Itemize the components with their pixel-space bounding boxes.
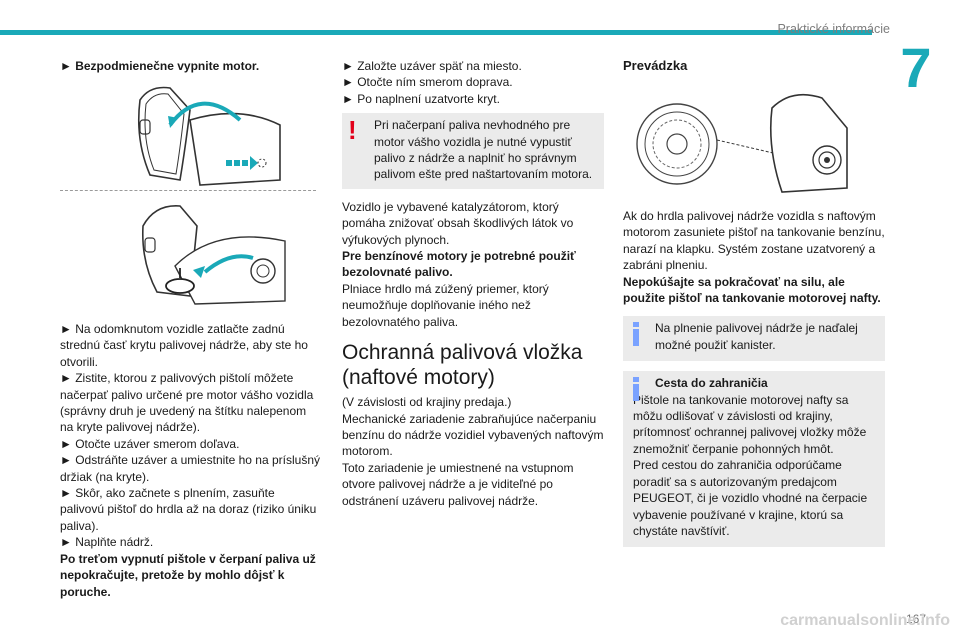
operation-text: Ak do hrdla palivovej nádrže vozidla s n… bbox=[623, 209, 885, 273]
section-title: Praktické informácie bbox=[777, 22, 890, 36]
operation-heading: Prevádzka bbox=[623, 58, 688, 73]
column-1: ► Bezpodmienečne vypnite motor. bbox=[60, 58, 322, 74]
step-turn-cap-left: ► Otočte uzáver smerom doľava. bbox=[60, 436, 240, 451]
device-location: Toto zariadenie je umiestnené na vstupno… bbox=[342, 460, 574, 508]
figure-divider bbox=[60, 190, 316, 191]
catalyst-text: Vozidlo je vybavené katalyzátorom, ktorý… bbox=[342, 199, 574, 247]
abroad-title: Cesta do zahraničia bbox=[655, 376, 768, 391]
step-turn-cap-right: ► Otočte ním smerom doprava. bbox=[342, 75, 513, 90]
fuel-cap-removal-illustration bbox=[141, 205, 286, 305]
column-1-text: ► Na odomknutom vozidle zatlačte zadnú s… bbox=[60, 321, 322, 600]
country-note: (V závislosti od krajiny predaja.) bbox=[342, 395, 512, 410]
warning-text: Pri načerpaní paliva nevhodného pre moto… bbox=[374, 118, 593, 182]
step-check-nozzle: ► Zistite, ktorou z palivových pištolí m… bbox=[60, 371, 314, 435]
abroad-text: Pištole na tankovanie motorovej nafty sa… bbox=[633, 392, 867, 456]
column-3: Prevádzka bbox=[623, 58, 885, 74]
step-insert-nozzle: ► Skôr, ako začnete s plnením, zasuňte p… bbox=[60, 486, 317, 533]
filler-neck-text: Plniace hrdlo má zúžený priemer, ktorý n… bbox=[342, 281, 549, 329]
engine-off-instruction: ► Bezpodmienečne vypnite motor. bbox=[60, 59, 260, 73]
column-3-text: Ak do hrdla palivovej nádrže vozidla s n… bbox=[623, 208, 885, 557]
info-box-abroad: Cesta do zahraničia Pištole na tankovani… bbox=[623, 371, 885, 548]
third-cutoff-warning: Po treťom vypnutí pištole v čerpaní pali… bbox=[60, 551, 316, 599]
unleaded-required-text: Pre benzínové motory je potrebné použiť … bbox=[342, 249, 576, 280]
info-icon bbox=[631, 322, 641, 347]
chapter-number: 7 bbox=[900, 36, 932, 99]
top-accent-bar bbox=[0, 30, 872, 35]
misfuel-device-heading: Ochranná palivová vložka (naftové motory… bbox=[342, 341, 583, 390]
device-description: Mechanické zariadenie zabraňujúce načerp… bbox=[342, 411, 604, 459]
fuel-flap-opening-illustration bbox=[137, 86, 281, 186]
step-close-flap: ► Po naplnení uzatvorte kryt. bbox=[342, 91, 500, 106]
step-remove-cap: ► Odstráňte uzáver a umiestnite ho na pr… bbox=[60, 453, 321, 484]
info-icon bbox=[631, 377, 641, 402]
warning-exclamation-icon: ! bbox=[348, 115, 357, 146]
step-open-flap: ► Na odomknutom vozidle zatlačte zadnú s… bbox=[60, 322, 308, 369]
abroad-advice: Pred cestou do zahraničia odporúčame por… bbox=[633, 458, 868, 538]
page-number: 167 bbox=[905, 612, 926, 626]
step-fill-tank: ► Naplňte nádrž. bbox=[60, 535, 154, 550]
warning-box: ! Pri načerpaní paliva nevhodného pre mo… bbox=[342, 113, 604, 189]
column-2: ► Založte uzáver späť na miesto. ► Otočt… bbox=[342, 58, 604, 509]
canister-note: Na plnenie palivovej nádrže je naďalej m… bbox=[655, 321, 858, 352]
misfuel-device-illustration bbox=[636, 93, 848, 193]
operation-bold-text: Nepokúšajte sa pokračovať na silu, ale p… bbox=[623, 274, 881, 306]
watermark: carmanualsonline.info bbox=[780, 612, 950, 629]
info-box-canister: Na plnenie palivovej nádrže je naďalej m… bbox=[623, 316, 885, 362]
step-refit-cap: ► Založte uzáver späť na miesto. bbox=[342, 59, 522, 73]
